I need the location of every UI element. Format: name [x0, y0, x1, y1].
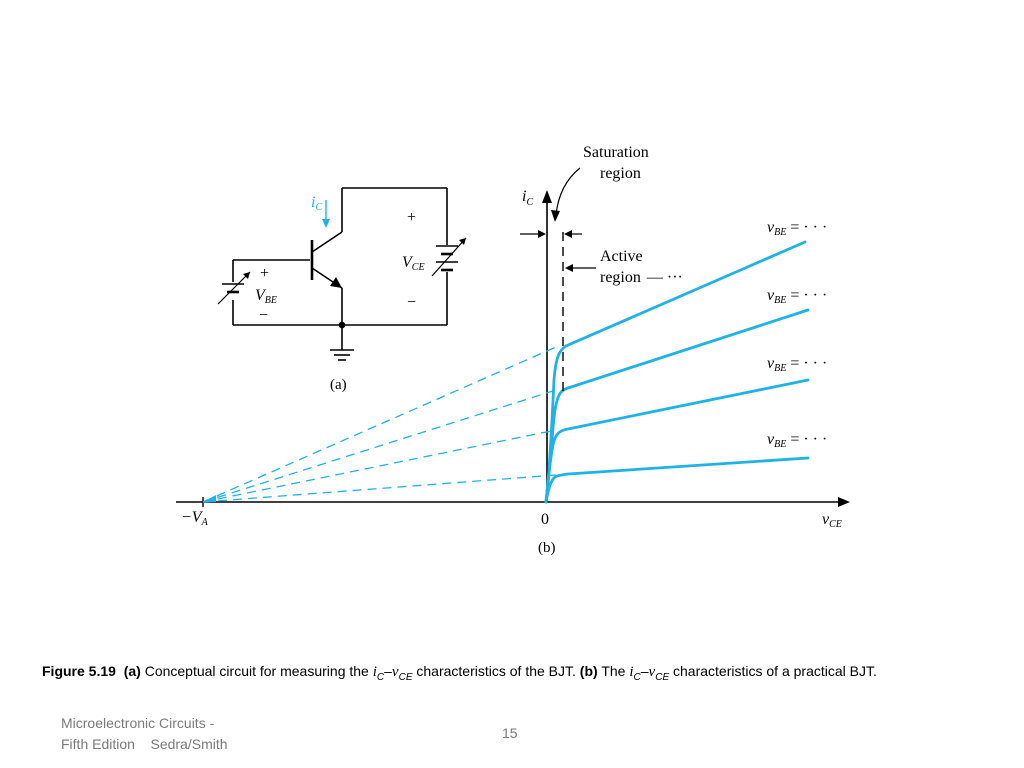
active-arrowhead-icon — [565, 264, 573, 272]
curve-label-2: vBE= · · · — [767, 287, 827, 306]
caption-part-a: (a) — [123, 663, 141, 679]
x-axis-arrow-icon — [838, 497, 850, 507]
caption-ic: i — [372, 664, 377, 680]
caption-ic-b: i — [629, 664, 634, 680]
characteristics-graph: Saturation region Active region— ··· iC … — [176, 144, 850, 556]
active-label-line2: region— ··· — [600, 269, 683, 286]
va-label: −VA — [181, 509, 209, 528]
footer-book-info: Microelectronic Circuits - Fifth Edition… — [61, 713, 228, 755]
extrapolation-line-3 — [202, 429, 557, 503]
x-axis-label: vCE — [822, 511, 842, 530]
caption-part-b: (b) — [579, 663, 598, 679]
saturation-pointer-arrowhead-icon — [551, 210, 560, 222]
caption-dash-b: – — [640, 663, 649, 679]
caption-ic-sub: C — [376, 671, 385, 683]
circuit-ic-label: iC — [311, 194, 322, 213]
curve-label-3: vBE= · · · — [767, 355, 827, 374]
caption-text-b: The — [597, 663, 630, 679]
vbe-arrowhead-icon — [243, 272, 250, 279]
vbe-plus: + — [260, 265, 269, 282]
footer-book-line1: Microelectronic Circuits - — [61, 715, 215, 731]
curve-vbe-4 — [544, 456, 810, 504]
curve-vbe-3 — [544, 378, 810, 504]
caption-text-a: Conceptual circuit for measuring the — [140, 663, 373, 679]
curve-label-4: vBE= · · · — [767, 431, 827, 450]
extrapolation-line-2 — [202, 389, 557, 503]
page-number: 15 — [502, 725, 518, 741]
footer-edition: Fifth Edition — [61, 736, 135, 752]
caption-vce-b: v — [648, 664, 656, 680]
y-axis-label: iC — [522, 188, 533, 208]
vce-minus: − — [407, 294, 416, 311]
caption-dash: – — [384, 663, 392, 679]
extrapolation-line-1 — [202, 346, 557, 503]
figure-5-19: iC + VBE − + VCE − (a) — [176, 144, 850, 556]
footer-authors: Sedra/Smith — [150, 736, 228, 752]
vbe-variable-arrow — [217, 271, 251, 305]
y-axis-arrow-icon — [542, 190, 552, 203]
saturation-label-line2: region — [600, 165, 641, 182]
graph-part-label: (b) — [538, 540, 556, 556]
va-marker — [203, 495, 216, 502]
saturation-pointer — [555, 167, 581, 216]
curve-label-1: vBE= · · · — [767, 219, 827, 238]
active-label-line1: Active — [600, 248, 643, 265]
early-extrapolation-lines — [202, 346, 557, 503]
saturation-arrowhead-right-icon — [564, 230, 572, 238]
circuit-part-label: (a) — [330, 377, 347, 393]
vce-label: VCE — [402, 254, 425, 273]
origin-label: 0 — [541, 511, 549, 528]
vce-plus: + — [407, 209, 416, 226]
saturation-arrowhead-left-icon — [538, 230, 546, 238]
caption-vce-sub-b: CE — [655, 671, 670, 683]
caption-text-b2: characteristics of a practical BJT. — [669, 663, 877, 679]
vce-variable-arrow — [431, 237, 467, 277]
circuit-diagram — [217, 187, 467, 361]
junction-dot — [338, 321, 346, 329]
caption-figure-label: Figure 5.19 — [42, 663, 116, 679]
vce-arrowhead-icon — [459, 238, 466, 245]
vbe-label: VBE — [255, 287, 277, 306]
extrapolation-line-4 — [202, 474, 557, 503]
ic-arrowhead-icon — [322, 219, 330, 228]
caption-vce: v — [391, 664, 399, 680]
transistor-collector-leg — [311, 231, 343, 253]
saturation-label-line1: Saturation — [583, 144, 649, 161]
caption-text-a2: characteristics of the BJT. — [412, 663, 580, 679]
vbe-minus: − — [259, 307, 268, 324]
caption-ic-sub-b: C — [633, 671, 641, 683]
emitter-arrow-icon — [330, 277, 342, 288]
figure-caption: Figure 5.19 (a) Conceptual circuit for m… — [42, 662, 972, 687]
caption-vce-sub: CE — [398, 671, 413, 683]
